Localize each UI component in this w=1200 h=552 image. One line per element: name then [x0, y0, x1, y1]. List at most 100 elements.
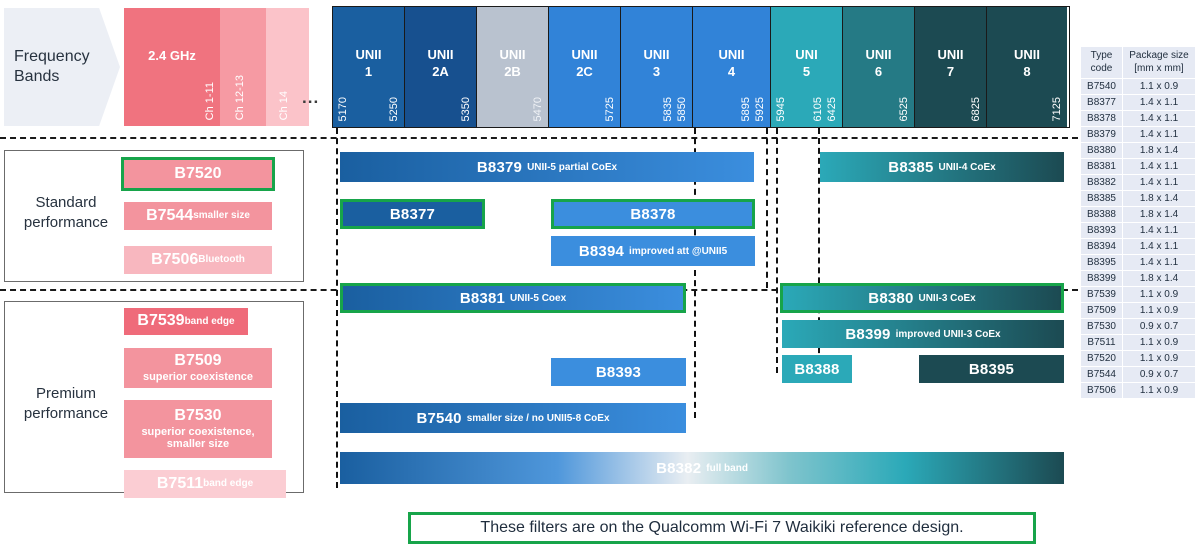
table-cell-type-code: B7530 — [1080, 318, 1123, 335]
filter-b8380-sub: UNII-3 CoEx — [918, 292, 976, 304]
filter-bar-b8378[interactable]: B8378 — [551, 199, 755, 229]
table-cell-package-size: 1.4 x 1.1 — [1122, 110, 1196, 127]
unii-band-7-number: 7 — [946, 63, 955, 79]
unii-band-4-freq-right: 5925 — [754, 96, 766, 121]
table-cell-package-size: 0.9 x 0.7 — [1122, 318, 1196, 335]
table-cell-package-size: 1.8 x 1.4 — [1122, 190, 1196, 207]
filter-bar-b8393[interactable]: B8393 — [551, 358, 686, 386]
filter-b8377-code: B8377 — [389, 205, 436, 223]
table-cell-package-size: 1.1 x 0.9 — [1122, 334, 1196, 351]
guide-6105 — [818, 128, 820, 373]
filter-bar-b8380[interactable]: B8380 UNII-3 CoEx — [780, 283, 1064, 313]
table-cell-package-size: 0.9 x 0.7 — [1122, 366, 1196, 383]
filter-b8382-sub: full band — [706, 462, 748, 474]
part-b7511-sub: band edge — [203, 478, 254, 490]
filter-b8393-code: B8393 — [595, 363, 642, 381]
part-b7539-sub: band edge — [184, 315, 235, 327]
unii-band-8-freq-right: 7125 — [1051, 96, 1063, 121]
part-b7520-code: B7520 — [174, 164, 222, 182]
filter-bar-b8382[interactable]: B8382 full band — [340, 452, 1064, 484]
table-cell-type-code: B8385 — [1080, 190, 1123, 207]
table-cell-type-code: B8380 — [1080, 142, 1123, 159]
table-cell-package-size: 1.4 x 1.1 — [1122, 254, 1196, 271]
table-cell-package-size: 1.1 x 0.9 — [1122, 350, 1196, 367]
table-cell-type-code: B7509 — [1080, 302, 1123, 319]
unii-band-1-freq-right: 5250 — [388, 96, 400, 121]
filter-b8380-code: B8380 — [868, 289, 914, 307]
band-24ghz-ch14-label: Ch 14 — [278, 90, 290, 120]
filter-b8395-code: B8395 — [968, 360, 1015, 378]
part-b7544-code: B7544 — [146, 206, 194, 224]
filter-bar-b8388[interactable]: B8388 — [782, 355, 852, 383]
unii-band-6-name: UNII — [865, 47, 892, 62]
table-cell-type-code: B8377 — [1080, 94, 1123, 111]
filter-b8381-sub: UNII-5 Coex — [510, 292, 567, 304]
unii-band-7-name: UNII — [937, 47, 964, 62]
unii-band-5-freq-right: 6425 — [826, 96, 838, 121]
table-cell-package-size: 1.4 x 1.1 — [1122, 94, 1196, 111]
unii-band-3-number: 3 — [652, 63, 661, 79]
unii-band-1-name: UNII — [355, 47, 382, 62]
table-cell-package-size: 1.1 x 0.9 — [1122, 78, 1196, 95]
unii-band-2c-name: UNII — [571, 47, 598, 62]
table-header-package-size: Package size [mm x mm] — [1122, 46, 1196, 79]
unii-band-4-number: 4 — [727, 63, 736, 79]
group-premium-performance-label: Premium performance — [23, 385, 109, 422]
band-24ghz-ch14: Ch 14 — [266, 8, 309, 126]
filter-bar-b8377[interactable]: B8377 — [340, 199, 485, 229]
part-b7520[interactable]: B7520 — [121, 157, 275, 191]
filter-b8382-code: B8382 — [656, 459, 702, 477]
table-cell-type-code: B7520 — [1080, 350, 1123, 367]
table-cell-type-code: B8399 — [1080, 270, 1123, 287]
table-header-type-code: Type code — [1080, 46, 1123, 79]
table-cell-type-code: B7511 — [1080, 334, 1123, 351]
ellipsis-marker: ... — [302, 88, 320, 107]
part-b7509-sub: superior coexistence — [142, 370, 254, 383]
guide-5925 — [776, 128, 778, 373]
unii-band-3-freq-right: 5850 — [676, 96, 688, 121]
unii-band-8-name: UNII — [1014, 47, 1040, 62]
band-24ghz-ch1-11: 2.4 GHz Ch 1-11 — [124, 8, 220, 126]
table-cell-package-size: 1.1 x 0.9 — [1122, 382, 1196, 399]
unii-band-2a-number: 2A — [432, 63, 449, 79]
filter-bar-b8395[interactable]: B8395 — [919, 355, 1064, 383]
group-standard-performance-label: Standard performance — [23, 194, 109, 231]
table-cell-package-size: 1.4 x 1.1 — [1122, 126, 1196, 143]
unii-band-3-freq-right2: 5835 — [662, 96, 674, 121]
unii-band-1-number: 1 — [364, 63, 373, 79]
unii-band-5-number: 5 — [802, 63, 811, 79]
filter-b8399-sub: improved UNII-3 CoEx — [895, 328, 1001, 340]
unii-band-3-name: UNII — [643, 47, 670, 62]
band-24ghz-group: 2.4 GHz Ch 1-11 Ch 12-13 Ch 14 — [124, 8, 309, 126]
band-24ghz-ch1-11-label: Ch 1-11 — [204, 81, 216, 120]
